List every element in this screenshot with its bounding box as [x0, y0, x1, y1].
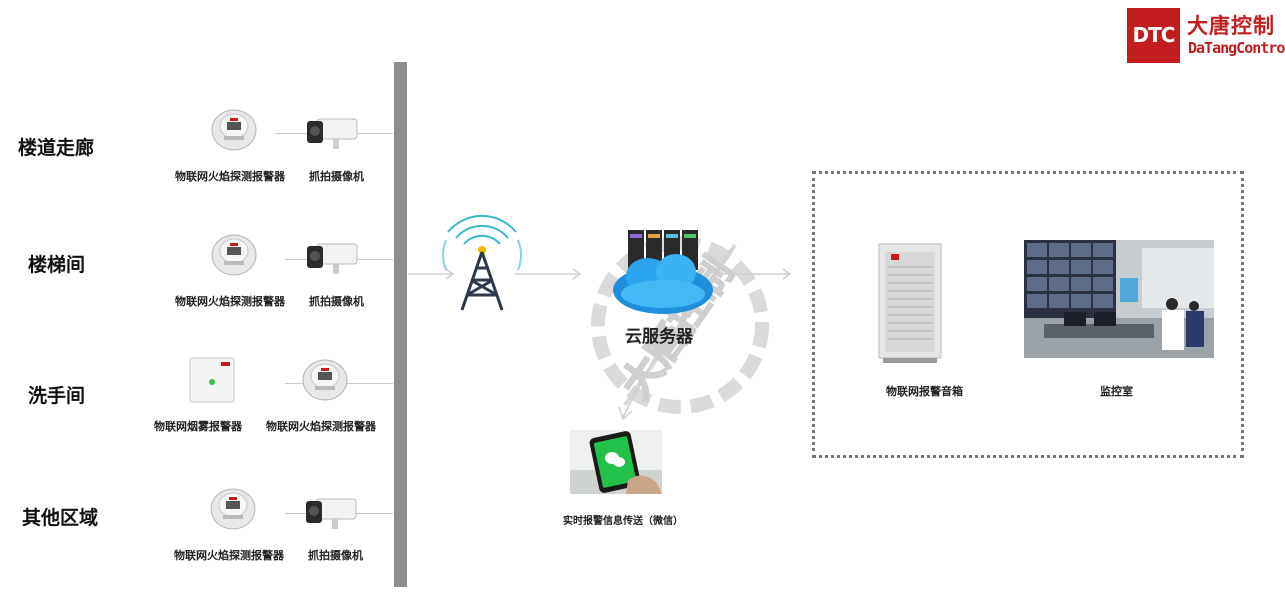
device-label: 物联网火焰探测报警器	[175, 295, 285, 308]
arrow-cloud-to-monitor	[715, 268, 792, 280]
bus-bar	[394, 62, 407, 587]
logo-mark: DTC	[1127, 8, 1180, 63]
flame-detector-icon	[210, 488, 256, 530]
zone-label-corridor: 楼道走廊	[18, 137, 95, 159]
camera-icon	[307, 118, 358, 149]
cloud-server-icon	[613, 230, 713, 314]
device-label: 物联网火焰探测报警器	[266, 420, 376, 433]
logo-name-cn: 大唐控制	[1187, 14, 1275, 38]
device-label: 抓拍摄像机	[308, 549, 363, 562]
camera-icon	[306, 498, 357, 529]
camera-icon	[307, 243, 358, 274]
zone-label-other: 其他区域	[22, 507, 99, 529]
arrow-bus-to-tower	[408, 268, 455, 280]
flame-detector-icon	[211, 234, 257, 276]
cloud-label: 云服务器	[625, 327, 693, 347]
arrow-cloud-to-phone	[618, 346, 661, 421]
phone-label: 实时报警信息传送（微信）	[563, 516, 683, 527]
speaker-icon	[878, 243, 942, 363]
logo-name-en: DaTangControl	[1188, 39, 1285, 57]
monitoring-area-box	[812, 171, 1244, 458]
smoke-detector-icon	[189, 357, 235, 403]
zone-label-stairwell: 楼梯间	[28, 254, 86, 276]
flame-detector-icon	[302, 359, 348, 401]
device-label: 物联网火焰探测报警器	[175, 170, 285, 183]
arrow-tower-to-cloud	[515, 268, 582, 280]
monitor-room-label: 监控室	[1100, 385, 1133, 398]
company-logo: DTC 大唐控制 DaTangControl	[1127, 8, 1285, 64]
zone-label-washroom: 洗手间	[28, 385, 86, 407]
device-label: 抓拍摄像机	[309, 170, 364, 183]
monitor-room-photo	[1024, 240, 1214, 358]
speaker-label: 物联网报警音箱	[886, 385, 963, 398]
flame-detector-icon	[211, 109, 257, 151]
device-label: 抓拍摄像机	[309, 295, 364, 308]
phone-wechat-icon	[570, 430, 662, 494]
antenna-tower-icon	[442, 215, 522, 311]
device-label: 物联网烟雾报警器	[154, 420, 242, 433]
device-label: 物联网火焰探测报警器	[174, 549, 284, 562]
